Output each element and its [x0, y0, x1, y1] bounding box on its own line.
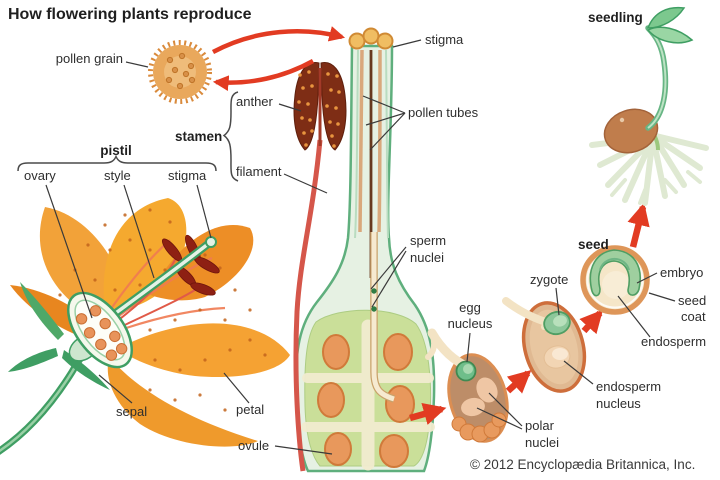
embryo-shape	[589, 249, 641, 297]
egg-nucleus-label-line1: egg	[459, 300, 481, 315]
seedling-label: seedling	[588, 10, 643, 25]
ovule-label: ovule	[238, 438, 269, 453]
ovules	[317, 333, 415, 468]
stamen-illustration	[293, 61, 347, 472]
page-title: How flowering plants reproduce	[8, 6, 252, 23]
seed-coat-label-line1: seed	[678, 293, 706, 308]
flower-illustration	[0, 198, 290, 455]
endosperm-label: endosperm	[641, 334, 706, 349]
stamen-label: stamen	[175, 129, 222, 144]
style-label: style	[104, 168, 131, 183]
leader-lines	[45, 39, 676, 455]
filament-label: filament	[236, 164, 282, 179]
stigma-top-label: stigma	[425, 32, 464, 47]
copyright-notice: © 2012 Encyclopædia Britannica, Inc.	[470, 457, 695, 472]
pistil-cross-section	[294, 27, 436, 473]
polar-nucleus	[461, 397, 485, 417]
anther-lobe	[320, 61, 347, 151]
anther-label: anther	[236, 94, 274, 109]
stigma-label: stigma	[168, 168, 207, 183]
polar-nuclei-label-line1: polar	[525, 418, 555, 433]
embryo-sac-stage	[425, 328, 509, 443]
sperm-nucleus-dot	[371, 288, 377, 294]
pistil-label: pistil	[100, 143, 132, 158]
arrow-to-seed	[579, 309, 604, 335]
flower-anthers	[161, 234, 220, 296]
zygote-stage	[502, 297, 587, 393]
arrow-anther-to-pollen	[212, 59, 315, 91]
arrow-pollen-to-stigma	[211, 26, 346, 54]
pollen-tubes-label: pollen tubes	[408, 105, 479, 120]
pollen-grain-illustration	[148, 40, 212, 104]
zygote-label: zygote	[530, 272, 568, 287]
pollen-grain-spikes	[148, 40, 212, 104]
arrow-to-seedling	[627, 202, 650, 248]
flower-stigma-tip	[205, 236, 217, 248]
seed-label: seed	[578, 237, 609, 252]
endosperm-nucleus-label-line1: endosperm	[596, 379, 661, 394]
ovary-label: ovary	[24, 168, 56, 183]
anther-speckles	[297, 70, 341, 148]
sepal-label: sepal	[116, 404, 147, 419]
stigma-lobes	[348, 27, 394, 50]
stamen-brace	[222, 91, 239, 182]
filament	[293, 139, 323, 472]
seed-coat-label-line2: coat	[681, 309, 706, 324]
seed-illustration	[580, 245, 650, 315]
endosperm-shape	[602, 271, 630, 299]
embryo-sac-lobes	[451, 412, 507, 443]
seedling-stem	[645, 25, 669, 131]
pollen-grain-label: pollen grain	[56, 51, 123, 66]
seedling-leaf	[646, 6, 686, 29]
anther-lobe	[293, 61, 320, 151]
pollen-tubes	[358, 49, 396, 403]
seedling-illustration	[589, 6, 709, 206]
sperm-nuclei-label-line2: nuclei	[410, 250, 444, 265]
polar-nuclei-label-line2: nuclei	[525, 435, 559, 450]
arrow-ovule-to-embryo-sac	[409, 402, 447, 425]
flower-ovary-cutaway	[67, 291, 133, 369]
seedling-leaf	[646, 26, 694, 44]
ovary-partitions	[301, 319, 435, 471]
petal-speckles	[58, 208, 267, 412]
petal-label: petal	[236, 402, 264, 417]
pistil-brace	[17, 154, 217, 172]
arrow-to-zygote-stage	[505, 369, 532, 394]
sperm-nucleus-dot	[371, 306, 377, 312]
embryo-label: embryo	[660, 265, 703, 280]
sperm-nuclei-label-line1: sperm	[410, 233, 446, 248]
endosperm-nucleus-label-line2: nucleus	[596, 396, 641, 411]
egg-nucleus-label-line2: nucleus	[448, 316, 493, 331]
